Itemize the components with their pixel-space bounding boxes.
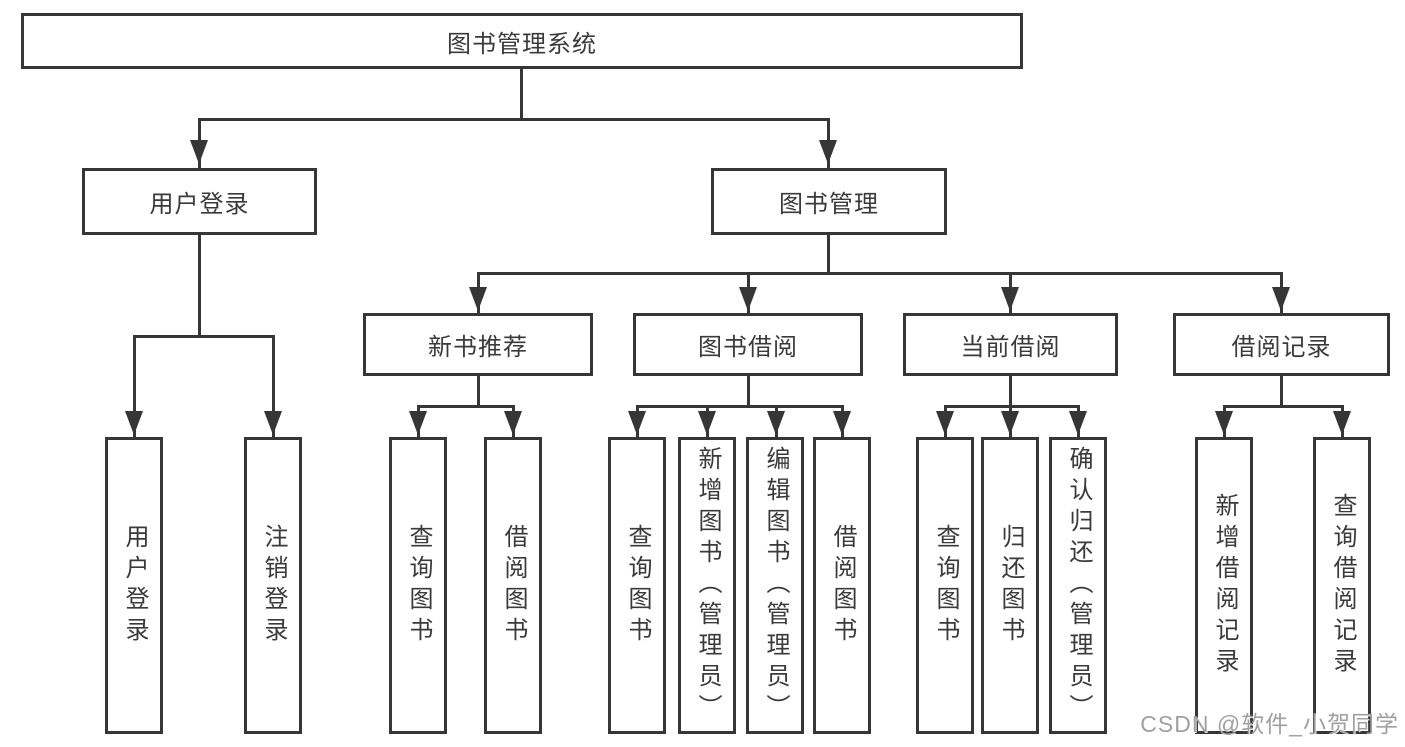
- connector-book-mgmt-stem: [827, 233, 830, 274]
- leaf-edit-books-admin: 编辑图书（管理员）: [746, 437, 804, 734]
- leaf-label: 查询图书: [932, 523, 959, 648]
- leaf-label: 编辑图书（管理员）: [762, 446, 789, 725]
- node-label: 图书管理: [779, 191, 879, 218]
- connector-user-login-branch-bar: [133, 335, 275, 338]
- connector-arrowhead: [1333, 411, 1351, 435]
- node-new-book-recommendation: 新书推荐: [363, 313, 593, 376]
- leaf-label: 借阅图书: [500, 523, 527, 648]
- connector-arrowhead: [698, 411, 716, 435]
- node-user-login: 用户登录: [82, 168, 317, 235]
- leaf-query-borrow-record: 查询借阅记录: [1313, 437, 1371, 734]
- connector-arrowhead: [504, 411, 522, 435]
- node-label: 新书推荐: [428, 334, 528, 361]
- node-library-management-system: 图书管理系统: [21, 13, 1023, 69]
- connector-arrowhead: [190, 140, 208, 164]
- connector-root-stem: [520, 69, 523, 119]
- leaf-borrow-books-borrowing: 借阅图书: [813, 437, 871, 734]
- leaf-add-borrow-record: 新增借阅记录: [1195, 437, 1253, 734]
- connector-arrowhead: [1272, 287, 1290, 311]
- connector-arrowhead: [739, 287, 757, 311]
- leaf-label: 归还图书: [997, 523, 1024, 648]
- connector-arrowhead: [409, 411, 427, 435]
- leaf-label: 借阅图书: [829, 523, 856, 648]
- connector-arrow-stem: [272, 335, 275, 437]
- connector-arrowhead: [819, 140, 837, 164]
- connector-arrowhead: [936, 411, 954, 435]
- connector-arrowhead: [628, 411, 646, 435]
- node-borrowing-records: 借阅记录: [1173, 313, 1390, 376]
- connector-arrowhead: [1215, 411, 1233, 435]
- connector-current-borrow-stem: [1009, 374, 1012, 407]
- leaf-label: 新增图书（管理员）: [694, 446, 721, 725]
- connector-borrow-record-stem: [1280, 374, 1283, 407]
- leaf-label: 确认归还（管理员）: [1065, 446, 1092, 725]
- leaf-label: 查询图书: [405, 523, 432, 648]
- connector-book-borrow-stem: [747, 374, 750, 407]
- connector-level1-branch-bar: [198, 118, 830, 121]
- leaf-confirm-return-admin: 确认归还（管理员）: [1049, 437, 1107, 734]
- leaf-query-books-current: 查询图书: [916, 437, 974, 734]
- node-book-borrowing: 图书借阅: [633, 313, 863, 376]
- node-book-management: 图书管理: [711, 168, 947, 235]
- leaf-return-books: 归还图书: [981, 437, 1039, 734]
- leaf-query-books-recommend: 查询图书: [389, 437, 447, 734]
- leaf-label: 新增借阅记录: [1211, 492, 1238, 679]
- node-label: 图书借阅: [698, 334, 798, 361]
- node-label: 借阅记录: [1231, 334, 1332, 361]
- leaf-borrow-books-recommend: 借阅图书: [484, 437, 542, 734]
- node-current-borrowing: 当前借阅: [903, 313, 1118, 376]
- connector-borrow-record-branch-bar: [1223, 405, 1343, 408]
- connector-arrowhead: [767, 411, 785, 435]
- connector-arrowhead: [1001, 287, 1019, 311]
- connector-arrowhead: [125, 411, 143, 435]
- leaf-label: 用户登录: [121, 523, 148, 648]
- leaf-label: 查询借阅记录: [1329, 492, 1356, 679]
- connector-new-book-branch-bar: [417, 405, 514, 408]
- connector-arrowhead: [1001, 411, 1019, 435]
- node-label: 当前借阅: [960, 334, 1061, 361]
- leaf-user-login: 用户登录: [105, 437, 163, 734]
- leaf-add-books-admin: 新增图书（管理员）: [678, 437, 736, 734]
- connector-user-login-stem: [198, 233, 201, 336]
- leaf-logout: 注销登录: [244, 437, 302, 734]
- leaf-query-books-borrowing: 查询图书: [608, 437, 666, 734]
- node-label: 图书管理系统: [447, 30, 597, 58]
- leaf-label: 查询图书: [624, 523, 651, 648]
- node-label: 用户登录: [149, 191, 250, 218]
- csdn-watermark: CSDN @软件_小贺同学: [1140, 711, 1399, 737]
- connector-arrow-stem: [133, 335, 136, 437]
- leaf-label: 注销登录: [260, 523, 287, 648]
- connector-arrowhead: [264, 411, 282, 435]
- connector-arrowhead: [1069, 411, 1087, 435]
- connector-level2-branch-bar: [477, 272, 1282, 275]
- connector-new-book-stem: [477, 374, 480, 407]
- connector-arrowhead: [469, 287, 487, 311]
- connector-arrowhead: [833, 411, 851, 435]
- connector-book-borrow-branch-bar: [636, 405, 843, 408]
